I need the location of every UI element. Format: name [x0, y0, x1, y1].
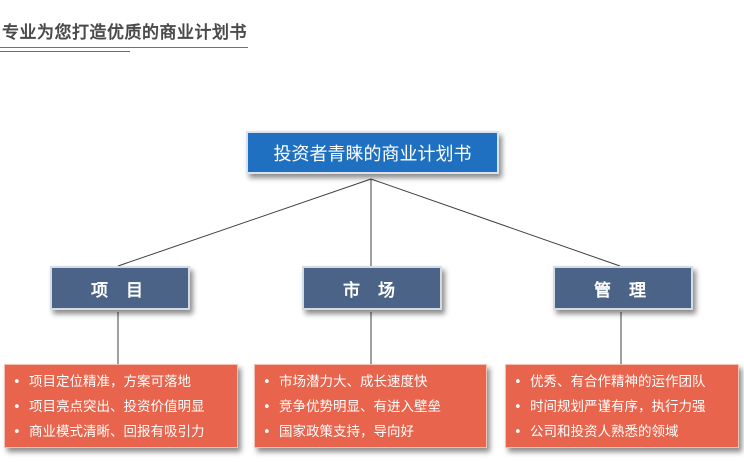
detail-item-text: 竞争优势明显、有进入壁垒: [279, 399, 441, 415]
connector-root-to-management: [370, 178, 621, 267]
detail-item: • 国家政策支持，导向好: [263, 420, 480, 445]
detail-box-management: • 优秀、有合作精神的运作团队 • 时间规划严谨有序，执行力强 • 公司和投资人熟悉的…: [505, 364, 739, 448]
category-label: 管 理: [594, 280, 652, 301]
detail-item: • 市场潜力大、成长速度快: [263, 370, 480, 395]
detail-item-text: 国家政策支持，导向好: [279, 424, 414, 440]
connector-root-to-project: [117, 178, 372, 267]
detail-list: • 优秀、有合作精神的运作团队 • 时间规划严谨有序，执行力强 • 公司和投资人熟悉的…: [514, 370, 732, 445]
slide-title: 专业为您打造优质的商业计划书: [2, 23, 247, 43]
detail-item-text: 商业模式清晰、回报有吸引力: [29, 424, 205, 440]
title-underline: [0, 47, 248, 48]
detail-item: • 竞争优势明显、有进入壁垒: [263, 395, 480, 420]
detail-item-text: 时间规划严谨有序，执行力强: [530, 399, 706, 415]
category-node-project: 项 目: [50, 266, 190, 310]
detail-box-project: • 项目定位精准，方案可落地 • 项目亮点突出、投资价值明显 • 商业模式清晰、回报有…: [4, 364, 238, 448]
bullet-icon: •: [514, 400, 522, 415]
detail-item-text: 项目定位精准，方案可落地: [29, 374, 191, 390]
detail-list: • 项目定位精准，方案可落地 • 项目亮点突出、投资价值明显 • 商业模式清晰、回报有…: [13, 370, 231, 445]
detail-item-text: 市场潜力大、成长速度快: [279, 374, 428, 390]
detail-item: • 时间规划严谨有序，执行力强: [514, 395, 732, 420]
bullet-icon: •: [263, 375, 271, 390]
bullet-icon: •: [263, 400, 271, 415]
category-label: 市 场: [343, 280, 401, 301]
bullet-icon: •: [514, 375, 522, 390]
detail-item: • 项目定位精准，方案可落地: [13, 370, 231, 395]
detail-item-text: 优秀、有合作精神的运作团队: [530, 374, 706, 390]
detail-list: • 市场潜力大、成长速度快 • 竞争优势明显、有进入壁垒 • 国家政策支持，导向好: [263, 370, 480, 445]
root-node-label: 投资者青睐的商业计划书: [273, 143, 472, 165]
detail-item: • 优秀、有合作精神的运作团队: [514, 370, 732, 395]
bullet-icon: •: [263, 425, 271, 440]
category-node-market: 市 场: [302, 266, 442, 310]
bullet-icon: •: [13, 400, 21, 415]
detail-item: • 公司和投资人熟悉的领域: [514, 420, 732, 445]
bullet-icon: •: [13, 375, 21, 390]
bullet-icon: •: [13, 425, 21, 440]
detail-item: • 商业模式清晰、回报有吸引力: [13, 420, 231, 445]
category-node-management: 管 理: [553, 266, 693, 310]
title-underline-accent: [0, 51, 130, 52]
detail-item: • 项目亮点突出、投资价值明显: [13, 395, 231, 420]
detail-box-market: • 市场潜力大、成长速度快 • 竞争优势明显、有进入壁垒 • 国家政策支持，导向好: [254, 364, 487, 448]
category-label: 项 目: [91, 280, 149, 301]
root-node: 投资者青睐的商业计划书: [246, 131, 499, 174]
detail-item-text: 项目亮点突出、投资价值明显: [29, 399, 205, 415]
bullet-icon: •: [514, 425, 522, 440]
detail-item-text: 公司和投资人熟悉的领域: [530, 424, 679, 440]
